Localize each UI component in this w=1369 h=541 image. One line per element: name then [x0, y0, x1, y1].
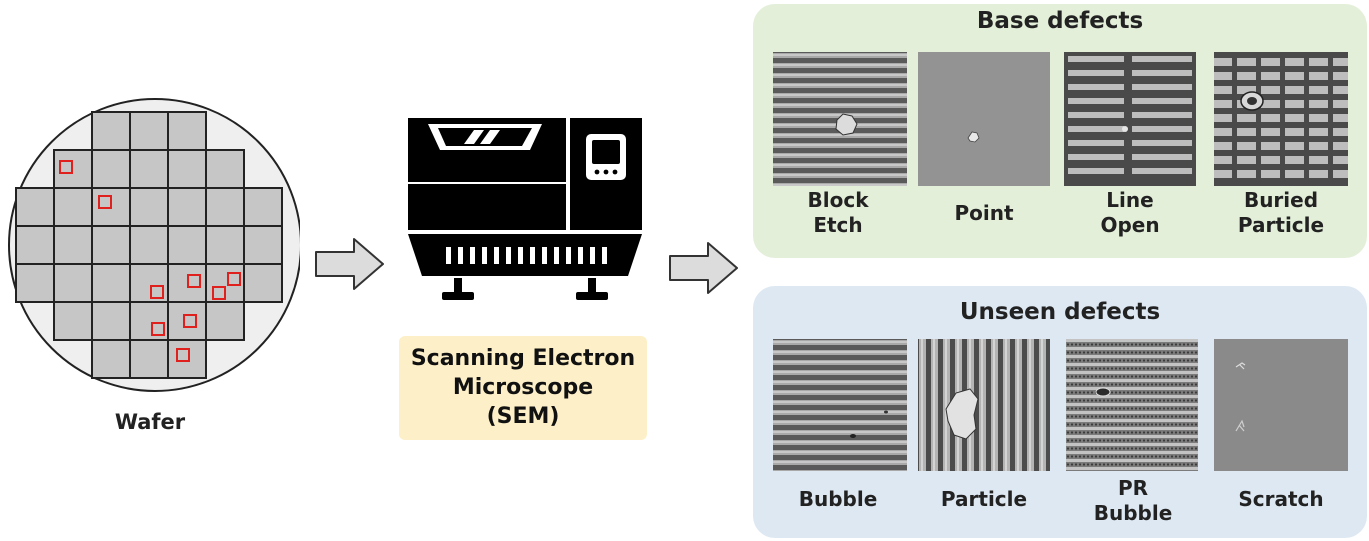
caption-point: Point — [954, 201, 1014, 225]
caption-bubble: Bubble — [798, 487, 878, 511]
sem-label-line2: Microscope — [452, 375, 594, 400]
arrow-right-icon — [669, 242, 738, 294]
sem-image-bubble — [773, 339, 907, 471]
sem-image-buried-particle — [1214, 52, 1348, 186]
sem-image-block-etch — [773, 52, 907, 186]
base-defects-title: Base defects — [976, 8, 1144, 34]
sem-label-line1: Scanning Electron — [410, 346, 636, 371]
sem-image-particle — [918, 339, 1050, 471]
sem-image-scratch — [1214, 339, 1348, 471]
arrow-right-icon — [315, 238, 384, 290]
unseen-defects-title: Unseen defects — [959, 299, 1161, 325]
sem-label-line3: (SEM) — [486, 404, 560, 429]
caption-particle: Particle — [940, 487, 1028, 511]
sem-image-line-open — [1064, 52, 1196, 186]
defect-markers — [59, 160, 241, 362]
wafer-diagram — [8, 98, 300, 392]
sem-image-pr-bubble — [1066, 339, 1198, 471]
caption-scratch: Scratch — [1238, 487, 1324, 511]
sem-image-point — [918, 52, 1050, 186]
wafer-label: Wafer — [114, 410, 186, 434]
sem-machine-icon — [408, 118, 642, 300]
sem-label-box: Scanning Electron Microscope (SEM) — [399, 336, 647, 440]
wafer-die-grid — [15, 111, 283, 379]
